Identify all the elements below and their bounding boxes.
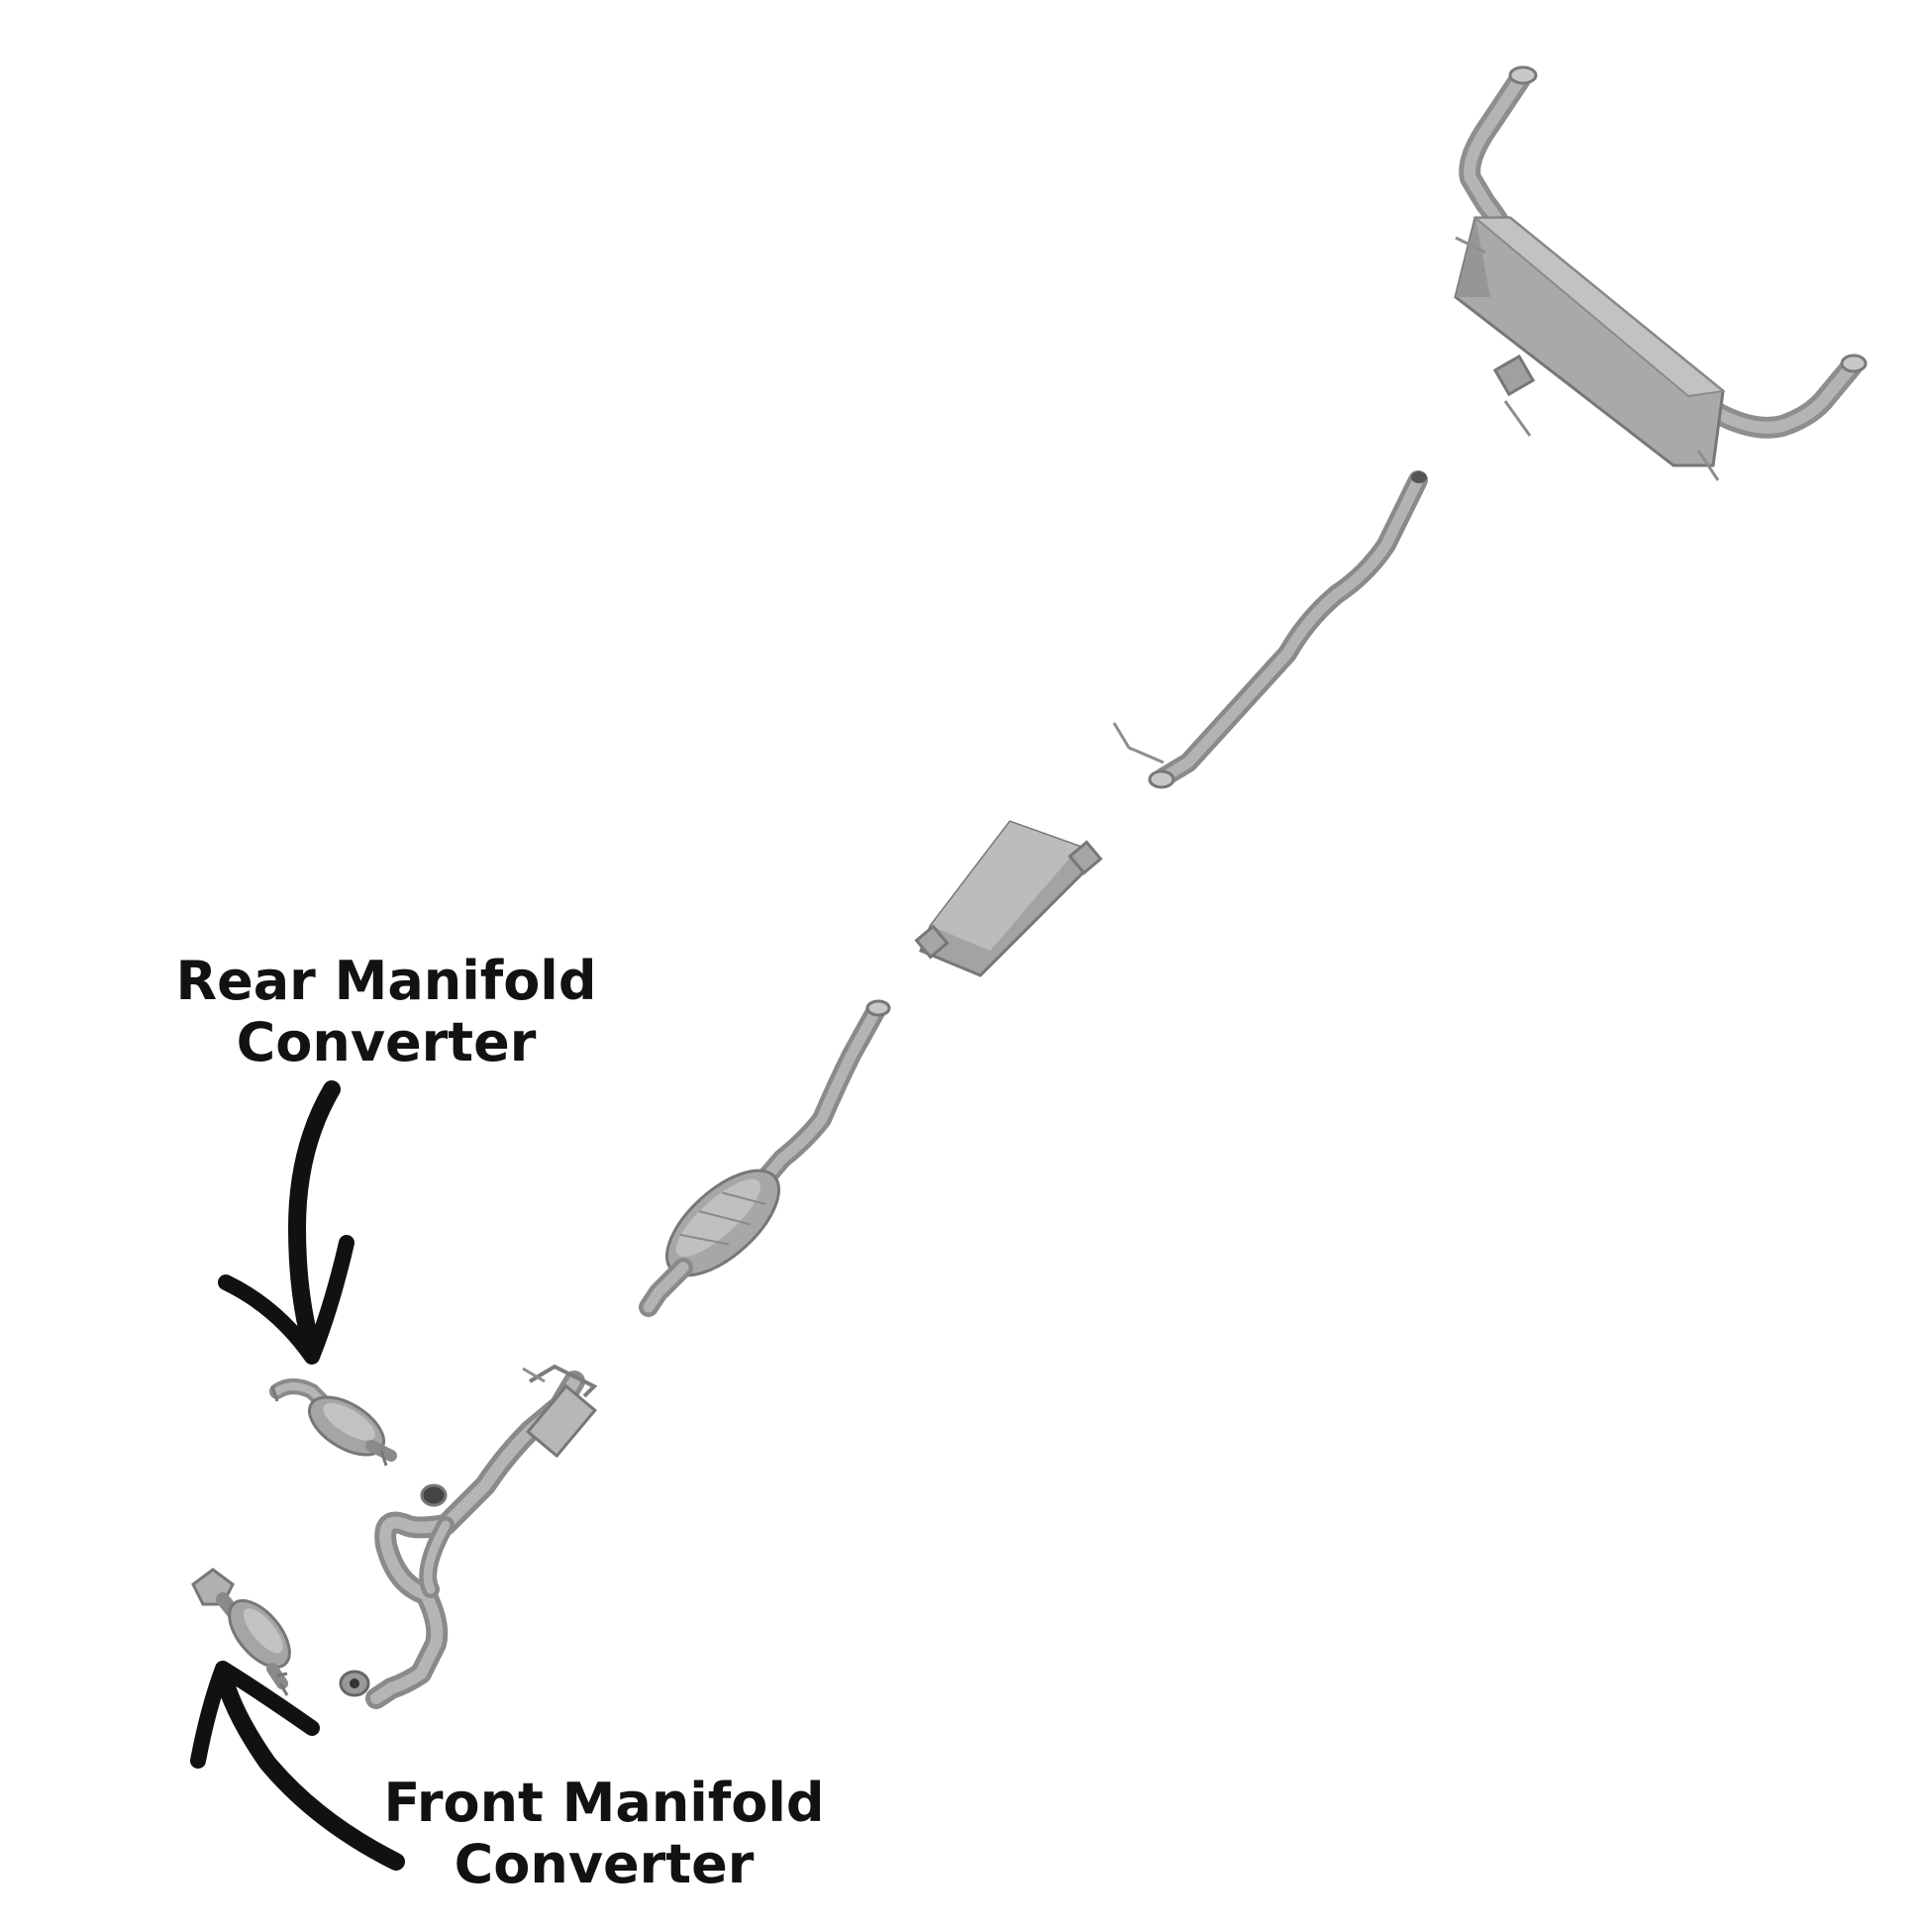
rear-manifold-converter-label: Rear Manifold Converter	[168, 951, 604, 1073]
y-pipe-assembly	[339, 1364, 598, 1709]
curved-arrow-up-icon	[190, 1661, 405, 1871]
front-manifold-label-line1: Front Manifold	[383, 1772, 825, 1834]
rear-manifold-converter	[269, 1378, 397, 1467]
mid-pipe-with-catalytic-converter	[639, 999, 891, 1317]
front-manifold-converter	[191, 1568, 291, 1696]
rear-manifold-label-line1: Rear Manifold	[175, 950, 597, 1012]
front-manifold-label-line2: Converter	[454, 1833, 755, 1895]
front-manifold-converter-label: Front Manifold Converter	[376, 1773, 832, 1895]
rear-manifold-label-line2: Converter	[236, 1011, 537, 1073]
rear-muffler-assembly	[1454, 65, 1868, 481]
curved-arrow-down-icon	[218, 1080, 355, 1365]
intermediate-pipe	[1112, 470, 1428, 789]
resonator	[914, 820, 1103, 977]
rear-muffler-body	[1454, 216, 1725, 467]
